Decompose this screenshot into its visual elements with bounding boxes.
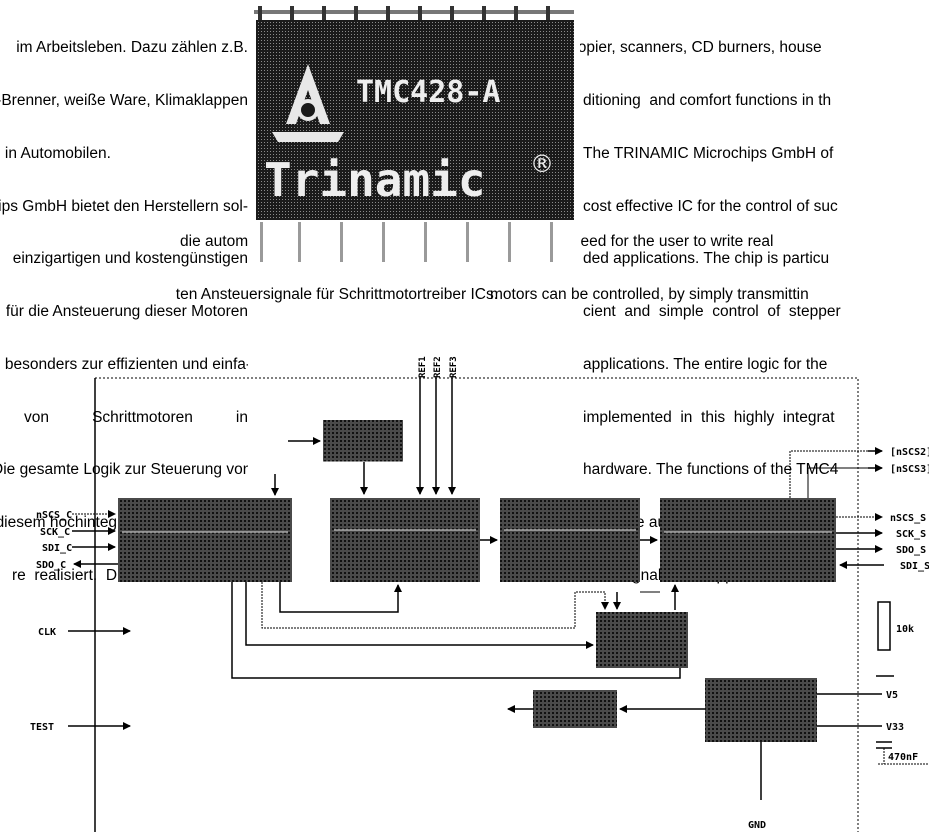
chip-part-number: TMC428-A — [356, 75, 501, 110]
english-text-column: copier, scanners, CD burners, house diti… — [570, 4, 929, 602]
english-line: hardware. The functions of the TMC4 — [583, 461, 839, 479]
german-line: n besonders zur effizienten und einfa- — [0, 355, 248, 373]
english-line: applications. The entire logic for the — [583, 355, 828, 373]
german-line: ten Ansteuersignale für Schrittmotortrei… — [175, 285, 498, 303]
pin-sdo-s: SDO_S — [896, 545, 926, 556]
english-line: copier, scanners, CD burners, house — [570, 39, 822, 57]
english-line: The TRINAMIC Microchips GmbH of — [583, 144, 834, 162]
pin-gnd: GND — [748, 820, 766, 831]
pin-sck-c: SCK_C — [40, 527, 70, 538]
german-line: für die Ansteuerung dieser Motoren — [5, 303, 248, 321]
chip-registered-mark: ® — [530, 150, 554, 178]
english-line: ded applications. The chip is particu — [583, 250, 830, 268]
block-interface-control-ram — [596, 612, 688, 668]
right-pins: [nSCS2] [nSCS3] nSCS_S SCK_S SDO_S SDI_S — [890, 447, 929, 572]
english-line: cost effective IC for the control of suc — [583, 197, 838, 215]
pin-sck-s: SCK_S — [896, 529, 926, 540]
english-line: motors can be controlled, by simply tran… — [490, 285, 809, 303]
english-line: ditioning and comfort functions in th — [583, 91, 832, 109]
pin-nscs2: [nSCS2] — [890, 447, 929, 458]
capacitor-label: 470nF — [888, 752, 918, 763]
capacitor-symbol — [876, 741, 929, 765]
block-serial-uc-interface — [118, 498, 292, 582]
ref1-label: REF1 — [418, 356, 428, 378]
pin-sdi-s: SDI_S — [900, 561, 929, 572]
resistor-label: 10k — [896, 624, 914, 635]
pin-sdi-c: SDI_C — [42, 543, 72, 554]
pin-clk: CLK — [38, 627, 56, 638]
german-line: einzigartigen und kostengünstigen — [12, 250, 248, 268]
trinamic-triangle-logo-icon — [272, 64, 344, 142]
german-line: ips GmbH bietet den Herstellern sol- — [0, 197, 248, 215]
left-pins: nSCS_C SCK_C SDI_C SDO_C CLK TEST — [30, 510, 72, 733]
pin-v5: V5 — [886, 690, 898, 701]
ref3-label: REF3 — [449, 356, 459, 378]
chip-brand: Trinamic — [264, 153, 486, 207]
pin-test: TEST — [30, 722, 54, 733]
german-line: -Brenner, weiße Ware, Klimaklappen — [0, 91, 248, 109]
german-line: von Schrittmotoren in — [24, 408, 248, 426]
pin-sdo-c: SDO_C — [36, 560, 66, 571]
english-line: implemented in this highly integrat — [583, 408, 835, 426]
english-line: cient and simple control of stepper — [583, 303, 841, 321]
block-microstep-table — [500, 498, 640, 582]
block-ramp-generator — [330, 498, 480, 582]
german-line: n in Automobilen. — [0, 144, 111, 162]
resistor-symbol — [876, 601, 894, 677]
block-serial-driver-interface — [660, 498, 836, 582]
block-diagram: REF1 REF2 REF3 nSCS_ — [30, 356, 929, 832]
pin-nscs-c: nSCS_C — [36, 510, 72, 521]
chip-image: TMC428-A Trinamic ® — [248, 6, 580, 268]
block-voltage-regulator — [705, 678, 817, 742]
ref-pins: REF1 REF2 REF3 — [416, 356, 459, 495]
block-power-on-reset — [533, 690, 617, 728]
ref2-label: REF2 — [433, 356, 443, 378]
german-text-column: im Arbeitsleben. Dazu zählen z.B. -Brenn… — [0, 4, 248, 602]
german-line: Die gesamte Logik zur Steuerung von — [0, 461, 248, 479]
german-line: im Arbeitsleben. Dazu zählen z.B. — [16, 39, 248, 57]
pin-nscs3: [nSCS3] — [890, 464, 929, 475]
block-reference-switch — [323, 420, 403, 463]
pin-nscs-s: nSCS_S — [890, 513, 926, 524]
pin-v33: V33 — [886, 722, 904, 733]
